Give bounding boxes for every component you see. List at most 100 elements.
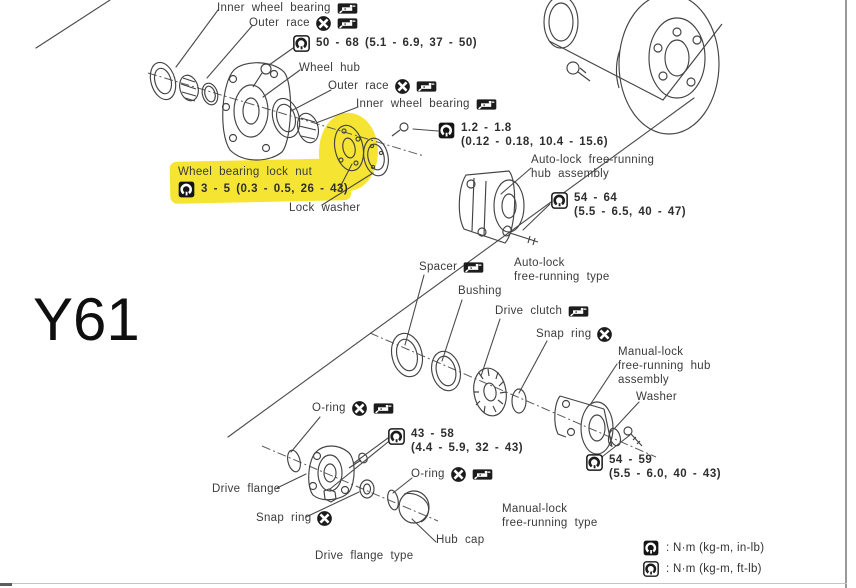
replace-icon — [451, 467, 466, 482]
label-text: free-running hub — [618, 360, 711, 372]
label-washer: Washer — [636, 391, 677, 404]
spec-text: 1.2 - 1.8 — [461, 122, 512, 134]
spec-text: (0.12 - 0.18, 10.4 - 15.6) — [461, 136, 609, 148]
caption-auto-lock-type: Auto-lock free-running type — [514, 257, 610, 284]
label-text: Inner wheel bearing — [217, 2, 331, 14]
caption-text: free-running type — [502, 517, 598, 529]
replace-icon — [316, 16, 331, 31]
legend-text: : N·m (kg-m, in-lb) — [666, 542, 765, 554]
wheel-hub-drawing — [149, 61, 292, 161]
spec-text: (4.4 - 5.9, 32 - 43) — [411, 442, 524, 454]
replace-icon — [597, 327, 612, 342]
label-spacer: Spacer — [419, 261, 484, 274]
spec-text: 54 - 64 — [574, 192, 618, 204]
auto-lock-hub-drawing — [458, 170, 539, 246]
torque-wrench-inlb-icon — [643, 540, 659, 556]
page-edge-right — [845, 0, 847, 588]
label-outer-race-inner: Outer race — [328, 79, 437, 94]
label-text: Wheel hub — [299, 62, 361, 74]
spec-text: 3 - 5 (0.3 - 0.5, 26 - 43) — [201, 183, 349, 195]
drive-flange-chain-drawing — [287, 445, 430, 524]
label-wheel-hub: Wheel hub — [299, 62, 360, 75]
torque-wrench-ftlb-icon — [551, 192, 568, 209]
label-text: hub assembly — [531, 168, 610, 180]
torque-wrench-inlb-icon — [178, 181, 195, 198]
replace-icon — [317, 511, 332, 526]
spec-text: (5.5 - 6.5, 40 - 47) — [574, 206, 687, 218]
spec-text: (5.5 - 6.0, 40 - 43) — [609, 468, 722, 480]
page-edge-corner-mark — [0, 583, 12, 586]
label-text: Manual-lock — [618, 346, 684, 358]
label-text: O-ring — [312, 402, 346, 414]
label-hub-cap: Hub cap — [436, 534, 484, 547]
label-inner-wheel-bearing-inner: Inner wheel bearing — [356, 98, 497, 111]
caption-text: Drive flange type — [315, 550, 414, 562]
torque-wrench-ftlb-icon — [586, 454, 603, 471]
legend-text: : N·m (kg-m, ft-lb) — [666, 563, 762, 575]
label-text: Hub cap — [436, 534, 485, 546]
label-lock-washer: Lock washer — [289, 202, 360, 215]
label-drive-clutch: Drive clutch — [495, 305, 589, 318]
model-code: Y61 — [33, 286, 140, 353]
grease-icon — [337, 18, 358, 29]
label-text: Outer race — [328, 80, 389, 92]
grease-icon — [337, 3, 358, 14]
caption-text: Auto-lock — [514, 257, 565, 269]
leader-lines — [35, 0, 640, 543]
grease-icon — [416, 81, 437, 92]
legend-torque-inlb: : N·m (kg-m, in-lb) — [643, 540, 764, 556]
replace-icon — [395, 79, 410, 94]
label-text: Snap ring — [256, 512, 312, 524]
label-drive-flange: Drive flange — [212, 483, 280, 496]
label-snap-ring-upper: Snap ring — [536, 327, 612, 342]
spec-text: 43 - 58 — [411, 428, 455, 440]
caption-text: free-running type — [514, 271, 610, 283]
label-text: assembly — [618, 374, 669, 386]
caption-manual-lock-type: Manual-lock free-running type — [502, 503, 598, 530]
label-auto-lock-hub-assembly: Auto-lock free-running hub assembly — [531, 154, 654, 181]
drive-flange-silhouette — [308, 445, 355, 501]
torque-spec-50-68: 50 - 68 (5.1 - 6.9, 37 - 50) — [293, 35, 477, 52]
label-text: Bushing — [458, 285, 502, 297]
brake-rotor-drawing — [543, 0, 720, 135]
spec-text: 50 - 68 (5.1 - 6.9, 37 - 50) — [316, 37, 478, 49]
label-manual-lock-hub-assembly: Manual-lock free-running hub assembly — [618, 346, 711, 387]
torque-spec-1-2-1-8: 1.2 - 1.8 (0.12 - 0.18, 10.4 - 15.6) — [438, 122, 608, 149]
torque-wrench-inlb-icon — [438, 122, 455, 139]
label-text: Washer — [636, 391, 677, 403]
torque-spec-54-59: 54 - 59 (5.5 - 6.0, 40 - 43) — [586, 454, 721, 481]
lock-nut-chain-drawing — [271, 97, 409, 177]
label-bushing: Bushing — [458, 285, 502, 298]
label-wheel-bearing-lock-nut: Wheel bearing lock nut — [178, 166, 312, 179]
page-edge-bottom — [0, 583, 847, 584]
label-text: Inner wheel bearing — [356, 98, 470, 110]
label-text: Outer race — [249, 17, 310, 29]
label-outer-race-top: Outer race — [249, 16, 358, 31]
label-text: Snap ring — [536, 328, 592, 340]
grease-icon — [373, 403, 394, 414]
label-text: Drive clutch — [495, 305, 563, 317]
label-text: Drive flange — [212, 483, 281, 495]
label-inner-wheel-bearing-top: Inner wheel bearing — [217, 2, 358, 15]
label-text: Auto-lock free-running — [531, 154, 655, 166]
torque-wrench-ftlb-icon — [293, 35, 310, 52]
grease-icon — [568, 306, 589, 317]
spec-text: 54 - 59 — [609, 454, 653, 466]
torque-spec-43-58: 43 - 58 (4.4 - 5.9, 32 - 43) — [388, 428, 523, 455]
torque-wrench-ftlb-icon — [643, 561, 659, 577]
torque-spec-3-5: 3 - 5 (0.3 - 0.5, 26 - 43) — [178, 181, 348, 198]
replace-icon — [352, 401, 367, 416]
label-snap-ring-lower: Snap ring — [256, 511, 332, 526]
legend-torque-ftlb: : N·m (kg-m, ft-lb) — [643, 561, 762, 577]
label-o-ring-lower: O-ring — [411, 467, 493, 482]
label-text: Lock washer — [289, 202, 361, 214]
caption-text: Manual-lock — [502, 503, 568, 515]
grease-icon — [472, 469, 493, 480]
label-text: Spacer — [419, 261, 458, 273]
label-text: Wheel bearing lock nut — [178, 166, 313, 178]
caption-drive-flange-type: Drive flange type — [315, 550, 413, 563]
grease-icon — [463, 262, 484, 273]
manual-lock-hub-chain-drawing — [390, 332, 643, 455]
